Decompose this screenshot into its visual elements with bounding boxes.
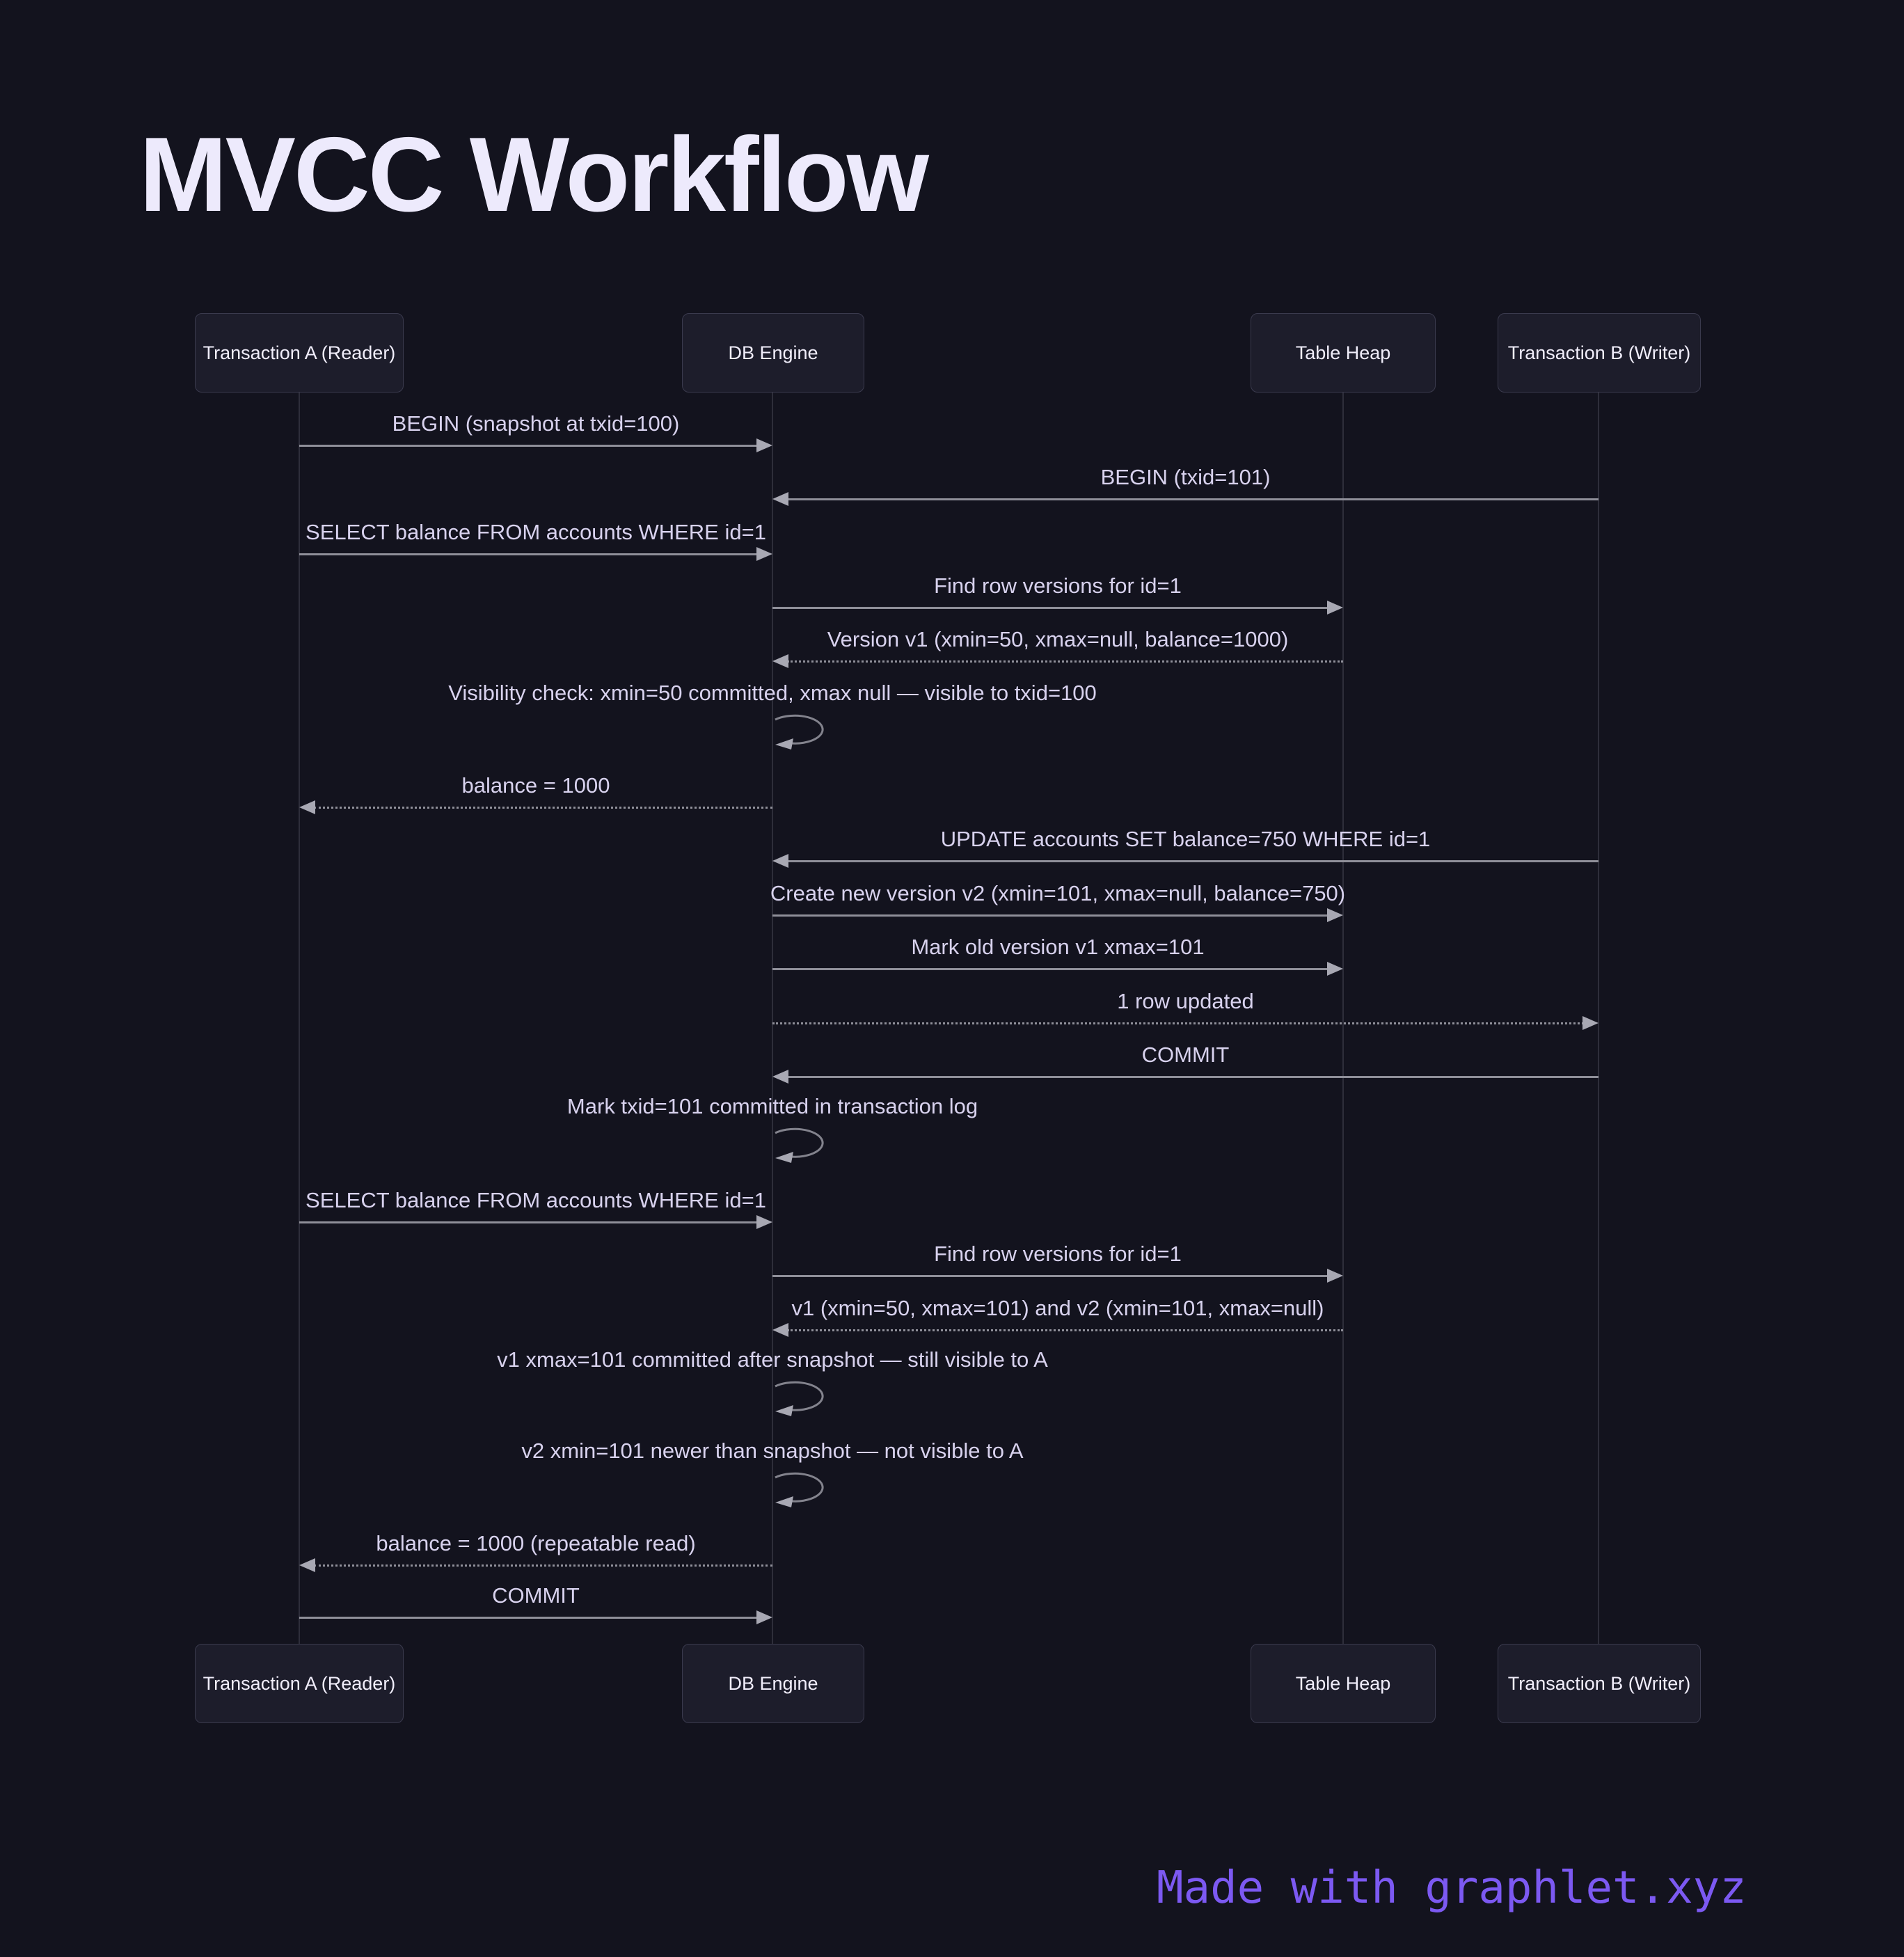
arrowhead-icon [299,800,315,814]
message-label: COMMIT [492,1583,580,1608]
arrowhead-icon [772,1323,788,1337]
message-line [787,1076,1598,1078]
message-line [299,1221,758,1223]
message-line [787,1329,1343,1331]
arrowhead-icon [756,547,772,561]
arrowhead-icon [1327,1269,1343,1283]
actor-label: DB Engine [728,1672,818,1694]
message-line [772,914,1328,917]
message-label: 1 row updated [1117,989,1254,1013]
actor-label: Transaction B (Writer) [1507,342,1691,363]
actor-box-bottom-heap: Table Heap [1251,1644,1436,1723]
self-loop-arrow [771,1381,837,1418]
arrowhead-icon [299,1558,315,1572]
self-loop-icon [775,714,824,750]
message-label: balance = 1000 (repeatable read) [376,1531,696,1555]
message-label: Mark old version v1 xmax=101 [911,935,1205,959]
self-loop-icon [775,1472,824,1507]
message-line [787,660,1343,663]
arrowhead-icon [756,1610,772,1624]
message-label: SELECT balance FROM accounts WHERE id=1 [306,520,766,544]
message-label: Visibility check: xmin=50 committed, xma… [448,681,1097,705]
self-loop-arrow [771,1472,837,1510]
arrowhead-icon [772,492,788,506]
message-label: SELECT balance FROM accounts WHERE id=1 [306,1188,766,1212]
actor-lifeline-db [772,393,773,1644]
actor-box-bottom-txa: Transaction A (Reader) [195,1644,404,1723]
message-line [787,860,1598,862]
message-line [772,607,1328,609]
message-label: balance = 1000 [461,773,610,798]
actor-label: Table Heap [1295,1672,1391,1694]
message-line [314,807,772,809]
message-label: Create new version v2 (xmin=101, xmax=nu… [770,881,1346,905]
actor-lifeline-txb [1598,393,1599,1644]
message-line [299,553,758,555]
actor-label: Transaction A (Reader) [203,1672,396,1694]
actor-box-bottom-db: DB Engine [682,1644,864,1723]
arrowhead-icon [1327,908,1343,922]
actor-label: DB Engine [728,342,818,363]
arrowhead-icon [1327,601,1343,615]
message-label: v1 xmax=101 committed after snapshot — s… [497,1347,1048,1372]
message-label: COMMIT [1141,1043,1230,1067]
page-title: MVCC Workflow [139,116,929,234]
actor-box-bottom-txb: Transaction B (Writer) [1498,1644,1701,1723]
credit-footer: Made with graphlet.xyz [1157,1862,1747,1914]
arrowhead-icon [756,1215,772,1229]
message-label: Find row versions for id=1 [934,1242,1182,1266]
actor-box-top-txb: Transaction B (Writer) [1498,313,1701,393]
message-line [787,498,1598,500]
actor-lifeline-txa [299,393,300,1644]
actor-label: Transaction A (Reader) [203,342,396,363]
arrowhead-icon [772,1070,788,1084]
self-loop-icon [775,1127,824,1163]
message-line [772,1022,1584,1024]
actor-label: Transaction B (Writer) [1507,1672,1691,1694]
message-label: Mark txid=101 committed in transaction l… [566,1094,978,1118]
actor-lifeline-heap [1342,393,1344,1644]
actor-box-top-heap: Table Heap [1251,313,1436,393]
message-label: UPDATE accounts SET balance=750 WHERE id… [940,827,1431,851]
actor-box-top-txa: Transaction A (Reader) [195,313,404,393]
arrowhead-icon [772,854,788,868]
message-line [314,1564,772,1567]
message-label: BEGIN (snapshot at txid=100) [392,411,680,436]
message-label: v2 xmin=101 newer than snapshot — not vi… [521,1439,1024,1463]
self-loop-arrow [771,1127,837,1165]
message-line [299,445,758,447]
self-loop-arrow [771,714,837,752]
self-loop-icon [775,1381,824,1416]
actor-box-top-db: DB Engine [682,313,864,393]
arrowhead-icon [1582,1016,1598,1030]
arrowhead-icon [1327,962,1343,976]
message-label: v1 (xmin=50, xmax=101) and v2 (xmin=101,… [791,1296,1324,1320]
message-line [772,968,1328,970]
message-label: BEGIN (txid=101) [1100,465,1271,489]
actor-label: Table Heap [1295,342,1391,363]
message-label: Find row versions for id=1 [934,573,1182,598]
message-label: Version v1 (xmin=50, xmax=null, balance=… [827,627,1289,651]
message-line [772,1275,1328,1277]
arrowhead-icon [756,438,772,452]
arrowhead-icon [772,654,788,668]
message-line [299,1617,758,1619]
